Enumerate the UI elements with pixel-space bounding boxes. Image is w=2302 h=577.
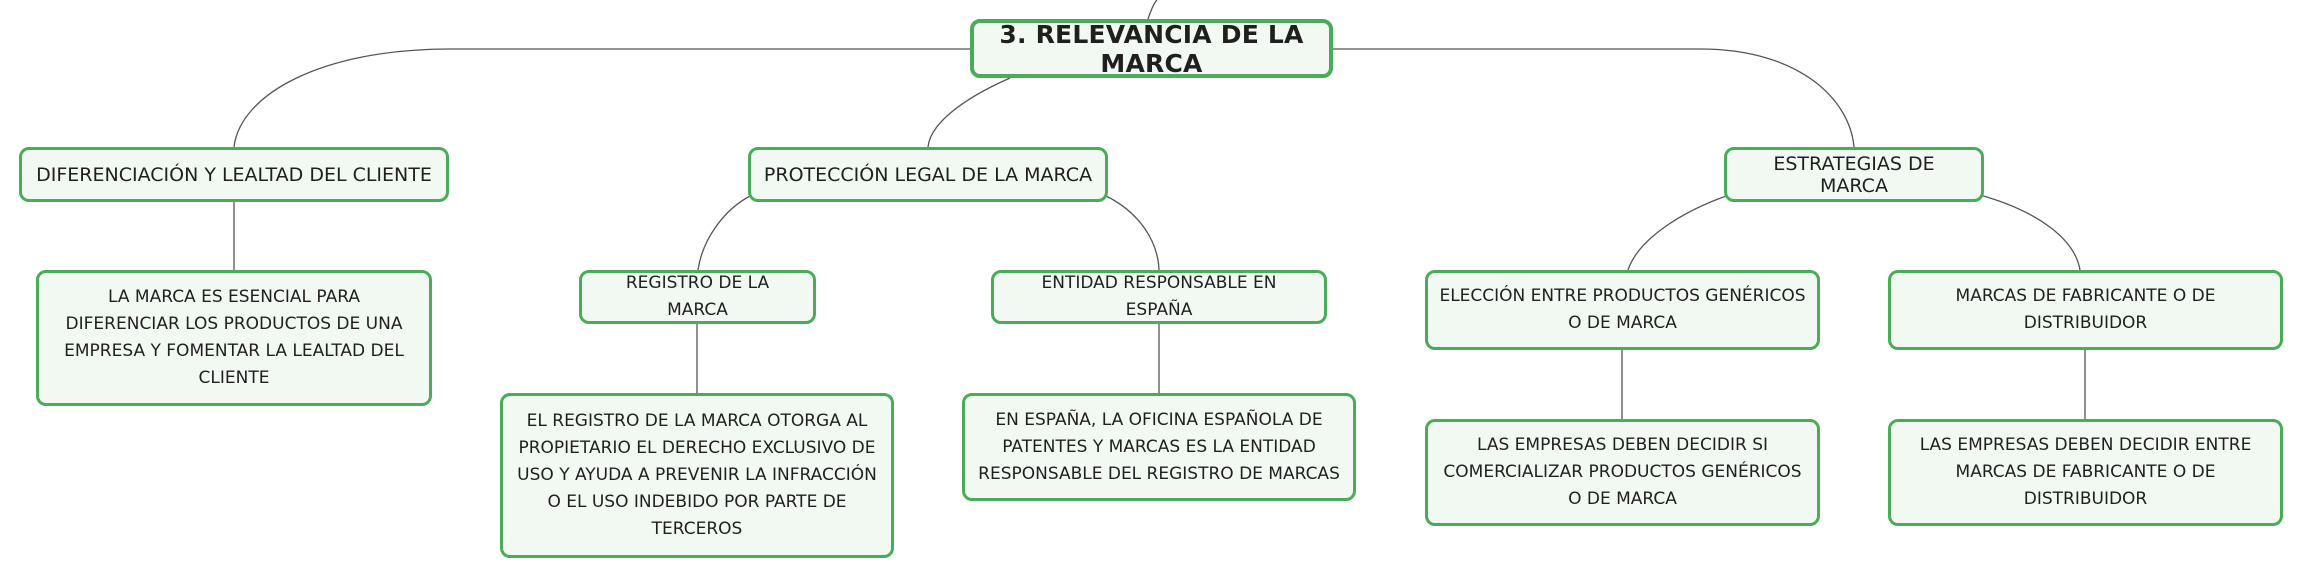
leaf-node-fabricante[interactable]: LAS EMPRESAS DEBEN DECIDIR ENTRE MARCAS … (1888, 419, 2283, 526)
subtopic-node-registro[interactable]: REGISTRO DE LA MARCA (579, 270, 816, 324)
connector-root-diferenciacion (233, 48, 970, 148)
subtopic-label: ENTIDAD RESPONSABLE EN ESPAÑA (1041, 273, 1277, 320)
leaf-label: LA MARCA ES ESENCIAL PARA DIFERENCIAR LO… (64, 287, 404, 388)
branch-label: DIFERENCIACIÓN Y LEALTAD DEL CLIENTE (36, 163, 432, 186)
branch-label: PROTECCIÓN LEGAL DE LA MARCA (763, 163, 1093, 186)
branch-label: ESTRATEGIAS DE MARCA (1773, 152, 1935, 197)
connector-proteccion-registro (697, 194, 753, 271)
branch-node-proteccion[interactable]: PROTECCIÓN LEGAL DE LA MARCA (748, 147, 1108, 202)
subtopic-node-entidad[interactable]: ENTIDAD RESPONSABLE EN ESPAÑA (991, 270, 1327, 324)
subtopic-node-eleccion[interactable]: ELECCIÓN ENTRE PRODUCTOS GENÉRICOS O DE … (1425, 270, 1820, 350)
leaf-node-entidad[interactable]: EN ESPAÑA, LA OFICINA ESPAÑOLA DE PATENT… (962, 393, 1356, 501)
root-node[interactable]: 3. RELEVANCIA DE LA MARCA (970, 19, 1333, 78)
subtopic-node-fabricante[interactable]: MARCAS DE FABRICANTE O DE DISTRIBUIDOR (1888, 270, 2283, 350)
branch-node-estrategias[interactable]: ESTRATEGIAS DE MARCA (1724, 147, 1984, 202)
connector-estrategias-eleccion (1627, 194, 1730, 271)
subtopic-label: MARCAS DE FABRICANTE O DE DISTRIBUIDOR (1955, 286, 2216, 333)
connector-estrategias-fabricante (1979, 194, 2081, 271)
leaf-node-eleccion[interactable]: LAS EMPRESAS DEBEN DECIDIR SI COMERCIALI… (1425, 419, 1820, 526)
subtopic-label: REGISTRO DE LA MARCA (625, 273, 770, 320)
connector-root-proteccion (927, 77, 1011, 148)
leaf-label: LAS EMPRESAS DEBEN DECIDIR ENTRE MARCAS … (1919, 435, 2252, 509)
leaf-node-diferenciacion[interactable]: LA MARCA ES ESENCIAL PARA DIFERENCIAR LO… (36, 270, 432, 406)
leaf-node-registro[interactable]: EL REGISTRO DE LA MARCA OTORGA AL PROPIE… (500, 393, 894, 558)
root-label: 3. RELEVANCIA DE LA MARCA (999, 19, 1304, 78)
leaf-label: EL REGISTRO DE LA MARCA OTORGA AL PROPIE… (517, 411, 877, 539)
branch-node-diferenciacion[interactable]: DIFERENCIACIÓN Y LEALTAD DEL CLIENTE (19, 147, 449, 202)
connector-proteccion-entidad (1103, 194, 1160, 271)
leaf-label: EN ESPAÑA, LA OFICINA ESPAÑOLA DE PATENT… (978, 409, 1340, 484)
connector-root-estrategias (1333, 48, 1855, 148)
leaf-label: LAS EMPRESAS DEBEN DECIDIR SI COMERCIALI… (1443, 435, 1802, 509)
connector-root-top (1147, 0, 1158, 20)
subtopic-label: ELECCIÓN ENTRE PRODUCTOS GENÉRICOS O DE … (1439, 286, 1806, 333)
